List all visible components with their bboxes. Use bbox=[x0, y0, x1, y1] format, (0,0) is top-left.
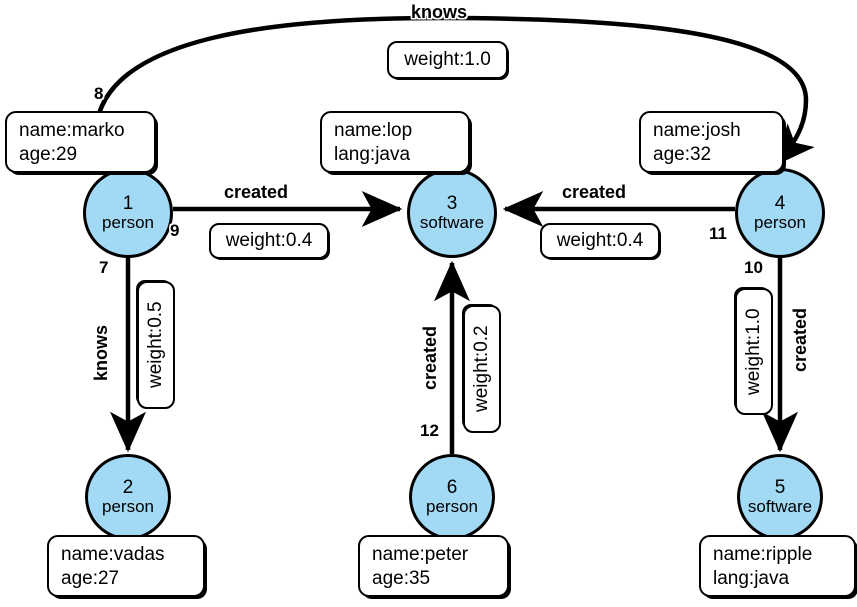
edge-path-8 bbox=[93, 15, 815, 166]
property-line: lang:java bbox=[334, 144, 411, 166]
property-line: age:29 bbox=[19, 144, 78, 166]
property-line: name:marko bbox=[19, 120, 125, 141]
edge-id-8: 8 bbox=[94, 84, 104, 103]
node-label: person bbox=[426, 497, 478, 517]
edge-id-11: 11 bbox=[709, 224, 727, 243]
node-id: 2 bbox=[122, 477, 134, 499]
property-line: name:peter bbox=[372, 544, 469, 565]
property-line: age:32 bbox=[653, 144, 712, 166]
node-id: 4 bbox=[774, 193, 786, 215]
property-line: age:35 bbox=[372, 568, 431, 590]
property-box-node-2[interactable]: name:vadas age:27 bbox=[47, 535, 205, 597]
edge-weight-9[interactable]: weight:0.4 bbox=[209, 223, 329, 259]
property-box-node-5[interactable]: name:ripple lang:java bbox=[699, 535, 856, 597]
property-box-node-6[interactable]: name:peter age:35 bbox=[358, 535, 509, 597]
node-id: 6 bbox=[446, 477, 458, 499]
node-label: software bbox=[747, 497, 813, 517]
edge-weight-10[interactable]: weight:1.0 bbox=[735, 288, 773, 415]
graph-node-5[interactable]: 5 software bbox=[737, 454, 823, 540]
edge-id-10: 10 bbox=[744, 258, 763, 277]
property-line: age:27 bbox=[61, 568, 120, 590]
graph-node-6[interactable]: 6 person bbox=[409, 454, 495, 540]
edge-weight-12[interactable]: weight:0.2 bbox=[463, 305, 501, 433]
graph-node-2[interactable]: 2 person bbox=[85, 454, 171, 540]
graph-node-3[interactable]: 3 software bbox=[407, 168, 497, 258]
edge-weight-8[interactable]: weight:1.0 bbox=[387, 41, 508, 79]
edge-label-created-10: created bbox=[790, 308, 810, 373]
property-box-node-4[interactable]: name:josh age:32 bbox=[639, 111, 784, 173]
edge-label-knows-7: knows bbox=[91, 325, 111, 382]
edge-id-9: 9 bbox=[170, 221, 180, 240]
edge-weight-11[interactable]: weight:0.4 bbox=[540, 223, 660, 259]
node-label: software bbox=[419, 213, 485, 233]
node-id: 3 bbox=[446, 193, 458, 215]
property-line: name:vadas bbox=[61, 544, 165, 565]
property-line: name:josh bbox=[653, 120, 741, 141]
property-box-node-1[interactable]: name:marko age:29 bbox=[5, 111, 156, 173]
node-label: person bbox=[102, 497, 154, 517]
edge-label-created-11: created bbox=[562, 182, 627, 202]
property-line: lang:java bbox=[713, 568, 790, 590]
edge-id-12: 12 bbox=[420, 421, 439, 440]
edge-id-7: 7 bbox=[99, 258, 109, 277]
node-label: person bbox=[754, 213, 806, 233]
graph-node-4[interactable]: 4 person bbox=[735, 168, 825, 258]
edge-label-created-9: created bbox=[224, 182, 289, 202]
property-box-node-3[interactable]: name:lop lang:java bbox=[320, 111, 470, 173]
property-line: name:lop bbox=[334, 120, 413, 141]
node-id: 5 bbox=[774, 477, 786, 499]
graph-node-1[interactable]: 1 person bbox=[83, 168, 173, 258]
property-line: name:ripple bbox=[713, 544, 813, 565]
edge-weight-7[interactable]: weight:0.5 bbox=[137, 281, 175, 409]
node-id: 1 bbox=[122, 193, 134, 215]
edge-label-knows-8: knows bbox=[411, 2, 468, 22]
edge-label-created-12: created bbox=[420, 326, 440, 391]
node-label: person bbox=[102, 213, 154, 233]
